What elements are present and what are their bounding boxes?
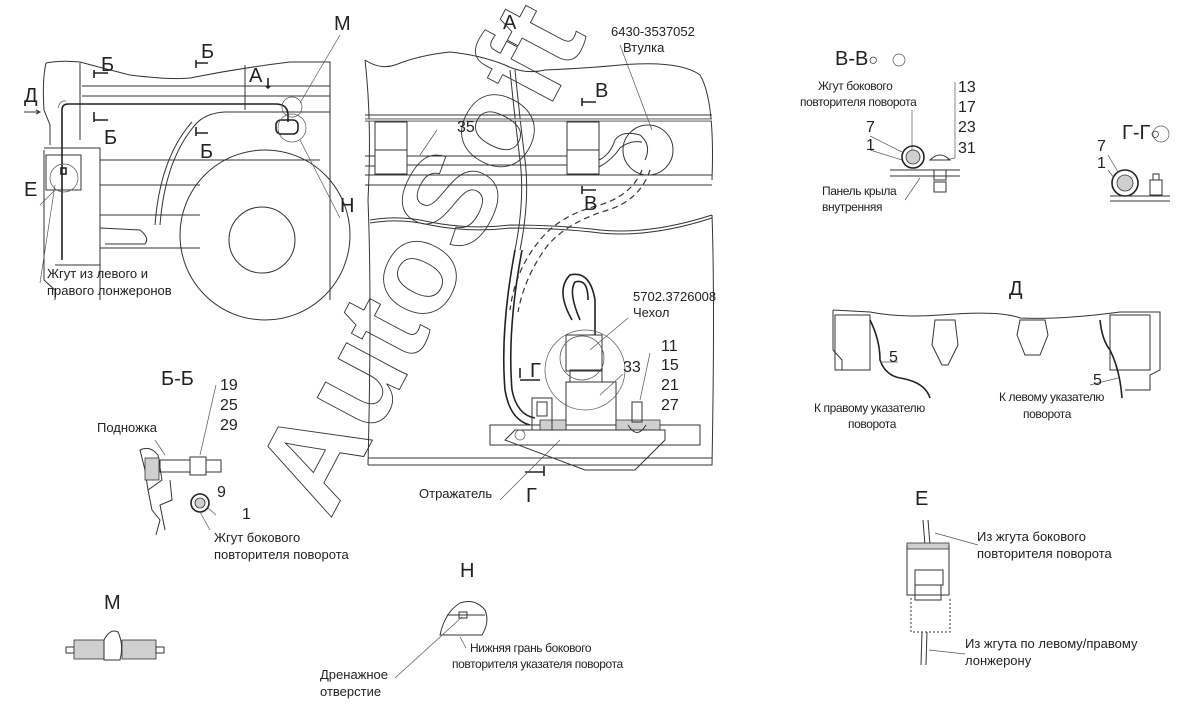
from-spar-line1: Из жгута по левому/правому: [965, 636, 1138, 651]
left-turn-line1: К левому указателю: [999, 390, 1105, 404]
harness-label-line2: правого лонжеронов: [47, 283, 172, 298]
left-turn-line2: поворота: [1023, 407, 1072, 421]
section-g-bottom: Г: [526, 485, 537, 507]
harness-label-line1: Жгут из левого и: [47, 266, 149, 281]
item-11: 11: [661, 338, 678, 355]
view-a-title: А: [503, 12, 517, 34]
bb-harness-line2: повторителя поворота: [214, 547, 349, 562]
callout-e: Е: [24, 179, 38, 201]
vv-panel-line1: Панель крыла: [822, 184, 897, 198]
gg-item-1: 1: [1097, 155, 1106, 172]
detail-n-title: Н: [460, 560, 475, 582]
section-g-top: Г: [530, 360, 541, 382]
vv-item-17: 17: [958, 99, 976, 116]
detail-n-drawing: [394, 601, 488, 679]
watermark-text: AutoSoft: [226, 0, 613, 533]
section-mark-b-2: Б: [201, 41, 215, 63]
vv-item-23: 23: [958, 119, 976, 136]
bushing-part-number: 6430-3537052: [611, 24, 695, 39]
item-27: 27: [661, 397, 679, 414]
edge-line1: Нижняя грань бокового: [470, 641, 592, 655]
vv-harness-line1: Жгут бокового: [818, 79, 893, 93]
section-v-top: В: [595, 80, 609, 102]
view-d-title: Д: [1009, 278, 1023, 300]
drain-line1: Дренажное: [320, 667, 389, 682]
vv-item-13: 13: [958, 79, 976, 96]
bb-harness-line1: Жгут бокового: [214, 530, 301, 545]
vv-item-31: 31: [958, 140, 976, 157]
section-bb-drawing: [139, 384, 222, 536]
bb-item-29: 29: [220, 417, 238, 434]
watermark-autosoft: AutoSoft: [225, 0, 613, 534]
item-21: 21: [661, 377, 679, 394]
vv-panel-line2: внутренняя: [822, 200, 883, 214]
right-turn-line2: поворота: [848, 417, 897, 431]
d-item-5-left: 5: [889, 349, 898, 366]
view-d-drawing: [832, 309, 1161, 399]
from-repeater-line2: повторителя поворота: [977, 546, 1112, 561]
section-mark-b-4: Б: [200, 141, 214, 163]
bb-item-19: 19: [220, 377, 238, 394]
vv-item-1: 1: [866, 137, 875, 154]
detail-m-drawing: [65, 630, 165, 661]
section-gg-drawing: [1107, 125, 1170, 202]
right-turn-line1: К правому указателю: [814, 401, 925, 415]
from-spar-line2: лонжерону: [965, 653, 1032, 668]
section-vv-title: В-В○: [835, 48, 879, 70]
from-repeater-line1: Из жгута бокового: [977, 529, 1086, 544]
section-gg-title: Г-Г○: [1122, 122, 1160, 144]
gg-item-7: 7: [1097, 138, 1106, 155]
vv-item-7: 7: [866, 119, 875, 136]
callout-n: Н: [340, 195, 355, 217]
d-item-5-right: 5: [1093, 372, 1102, 389]
item-35: 35: [457, 119, 475, 136]
section-vv-drawing: [869, 53, 960, 201]
reflector-label: Отражатель: [419, 486, 493, 501]
view-a-drawing: [364, 44, 714, 501]
section-mark-b-3: Б: [104, 127, 118, 149]
item-15: 15: [661, 357, 679, 374]
section-mark-b-1: Б: [101, 54, 115, 76]
step-label: Подножка: [97, 420, 158, 435]
edge-line2: повторителя указателя поворота: [452, 657, 623, 671]
cover-part-number: 5702.3726008: [633, 289, 717, 304]
bb-item-25: 25: [220, 397, 238, 414]
detail-e-title: Е: [915, 488, 929, 510]
bb-item-1: 1: [242, 506, 251, 523]
detail-m-title: М: [104, 592, 121, 614]
bb-item-9: 9: [217, 484, 226, 501]
cover-name: Чехол: [633, 305, 670, 320]
section-bb-title: Б-Б: [161, 368, 194, 390]
callout-m: М: [334, 13, 351, 35]
item-33: 33: [623, 359, 641, 376]
drain-line2: отверстие: [320, 684, 382, 699]
rotation-symbol-icon: ○: [1150, 126, 1160, 143]
detail-e-drawing: [906, 519, 979, 666]
section-v-bottom: В: [584, 193, 598, 215]
bushing-name: Втулка: [623, 40, 665, 55]
view-arrow-a: А: [249, 65, 263, 87]
rotation-symbol-icon: ○: [868, 52, 879, 69]
main-side-view: [24, 34, 351, 321]
vv-harness-line2: повторителя поворота: [800, 95, 917, 109]
view-arrow-d: Д: [24, 85, 38, 107]
